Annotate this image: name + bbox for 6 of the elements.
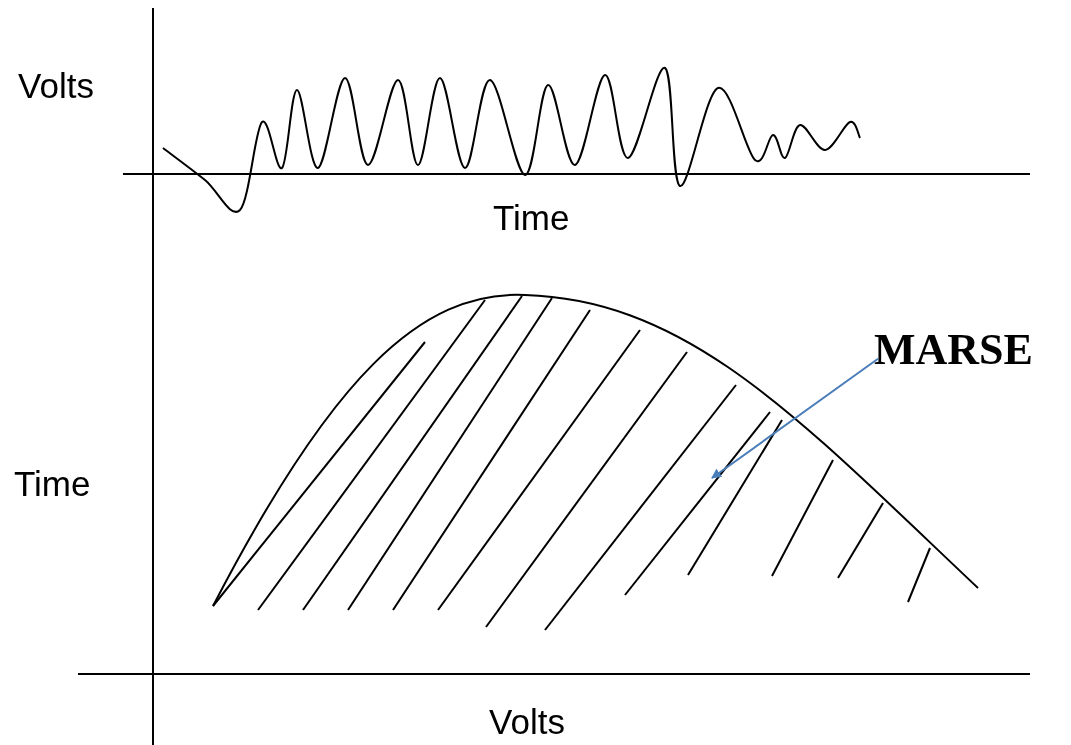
axis-label: Time [14,466,91,501]
axis-label: Time [493,200,570,235]
leader-arrow [711,357,879,479]
callout-label: MARSE [874,328,1033,372]
axis-label: Volts [18,68,94,103]
axis-label: Volts [489,704,565,739]
